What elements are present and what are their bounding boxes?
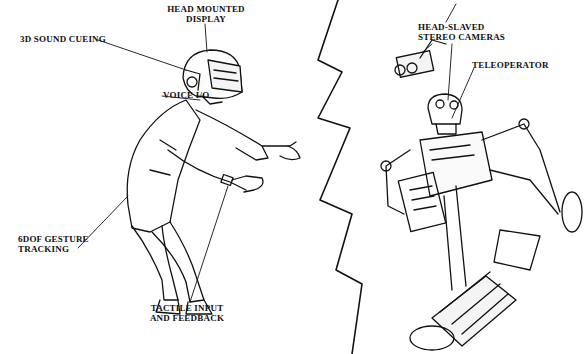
leader-lines xyxy=(78,4,474,302)
callout-label: 3D SOUND CUEING xyxy=(20,34,106,44)
break-line xyxy=(318,0,362,354)
callout-label: HEAD MOUNTED DISPLAY xyxy=(160,4,252,24)
callout-label: VOICE I/O xyxy=(163,90,209,100)
callout-label: 6DOF GESTURE TRACKING xyxy=(18,234,104,254)
operator-figure xyxy=(127,50,300,314)
teleoperator-robot xyxy=(381,40,582,350)
callout-label: TELEOPERATOR xyxy=(472,60,549,70)
callout-label: TACTILE INPUT AND FEEDBACK xyxy=(140,303,234,323)
callout-label: HEAD-SLAVED STEREO CAMERAS xyxy=(418,22,516,42)
